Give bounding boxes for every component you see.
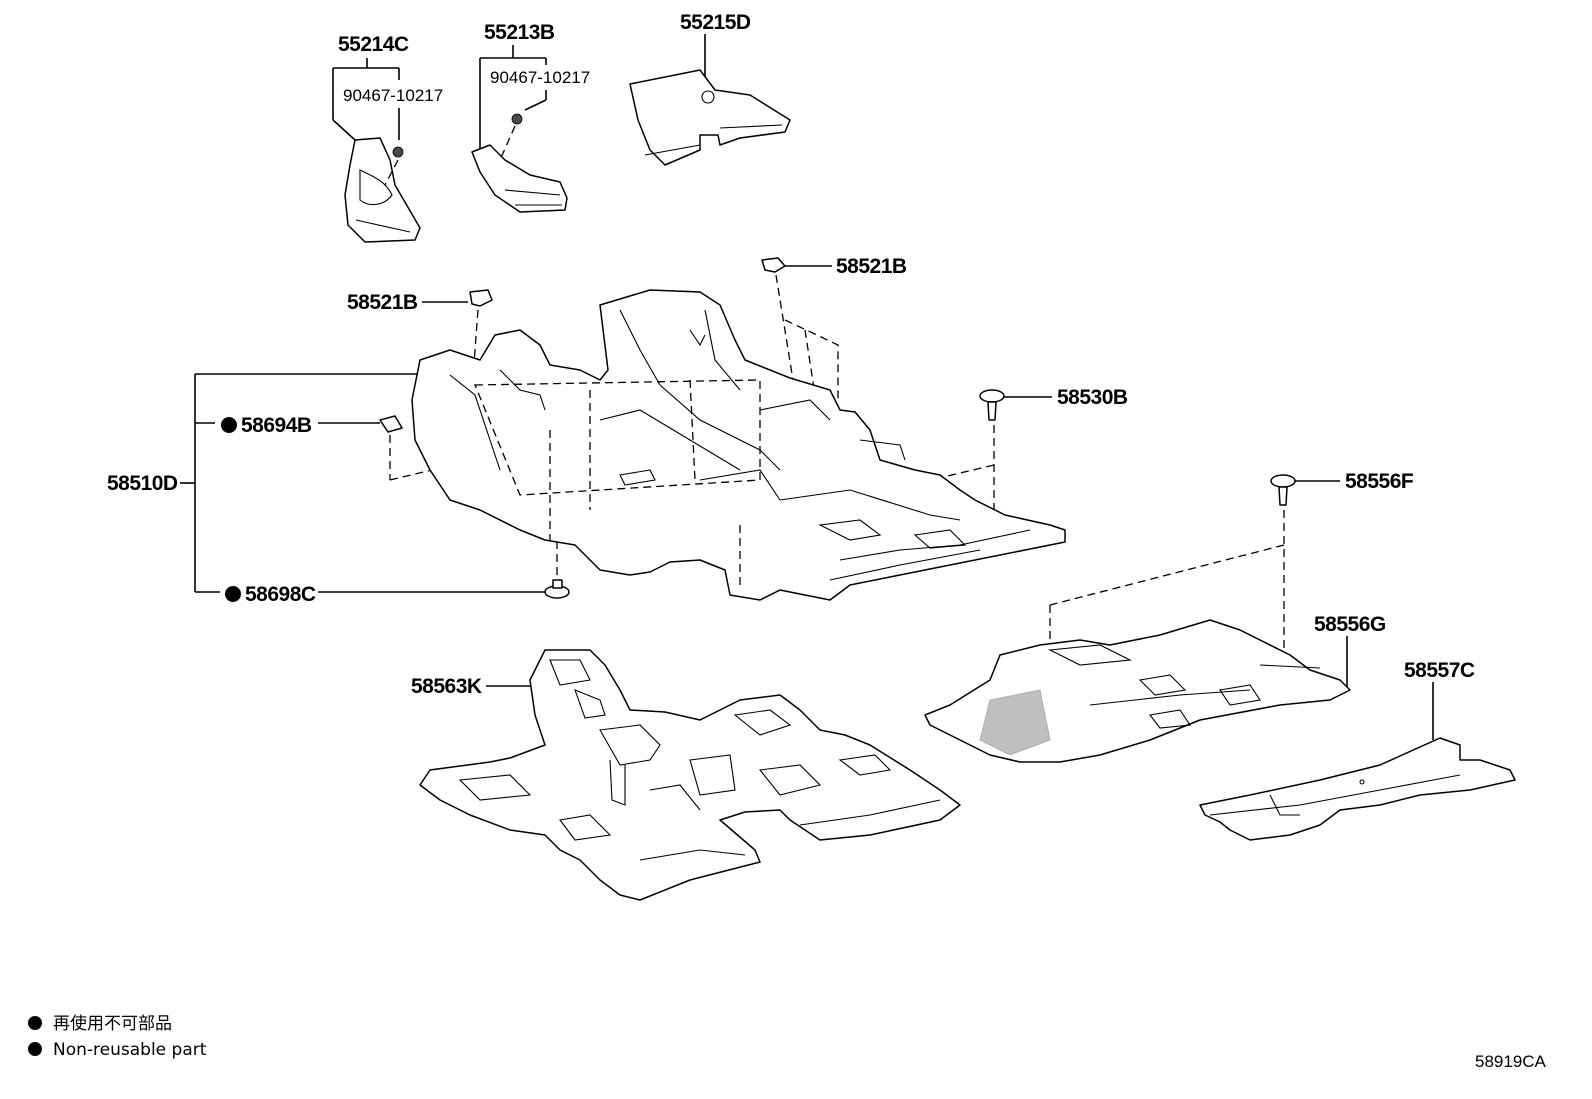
label-58521B-a[interactable]: 58521B	[347, 291, 418, 314]
legend-line-jp: 再使用不可部品	[53, 1013, 172, 1034]
legend-bullet-icon-jp	[28, 1016, 42, 1030]
label-58563K[interactable]: 58563K	[411, 675, 482, 698]
label-55215D[interactable]: 55215D	[680, 11, 751, 34]
label-58530B[interactable]: 58530B	[1057, 386, 1128, 409]
part-58557C-illustration	[1199, 737, 1516, 841]
callout-55213B	[479, 45, 547, 150]
non-reusable-icon-58698C	[225, 586, 241, 602]
part-55214C-illustration	[344, 137, 421, 243]
label-90467-10217-b[interactable]: 90467-10217	[490, 68, 590, 87]
non-reusable-icon-58694B	[221, 417, 237, 433]
label-58556G[interactable]: 58556G	[1314, 613, 1386, 636]
label-58521B-b[interactable]: 58521B	[836, 255, 907, 278]
label-58694B[interactable]: 58694B	[241, 414, 312, 437]
legend: 再使用不可部品 Non-reusable part	[28, 1013, 207, 1060]
label-58698C[interactable]: 58698C	[245, 583, 316, 606]
label-55213B[interactable]: 55213B	[484, 21, 555, 44]
label-55214C[interactable]: 55214C	[338, 33, 409, 56]
part-58510D-carpet-illustration	[411, 289, 1066, 601]
legend-bullet-icon-en	[28, 1042, 42, 1056]
legend-line-en: Non-reusable part	[53, 1040, 207, 1060]
callout-58510D	[180, 373, 545, 593]
illustration-code: 58919CA	[1475, 1052, 1547, 1071]
label-58556F[interactable]: 58556F	[1345, 470, 1414, 493]
label-90467-10217-a[interactable]: 90467-10217	[343, 86, 443, 105]
part-58556G-illustration	[924, 619, 1351, 763]
part-58563K-illustration	[419, 649, 961, 901]
part-55215D-illustration	[629, 69, 791, 166]
part-55213B-illustration	[471, 113, 568, 213]
callout-55214C	[332, 58, 400, 141]
callout-58521B-b	[761, 257, 839, 400]
label-58510D[interactable]: 58510D	[107, 472, 178, 495]
label-58557C[interactable]: 58557C	[1404, 659, 1475, 682]
